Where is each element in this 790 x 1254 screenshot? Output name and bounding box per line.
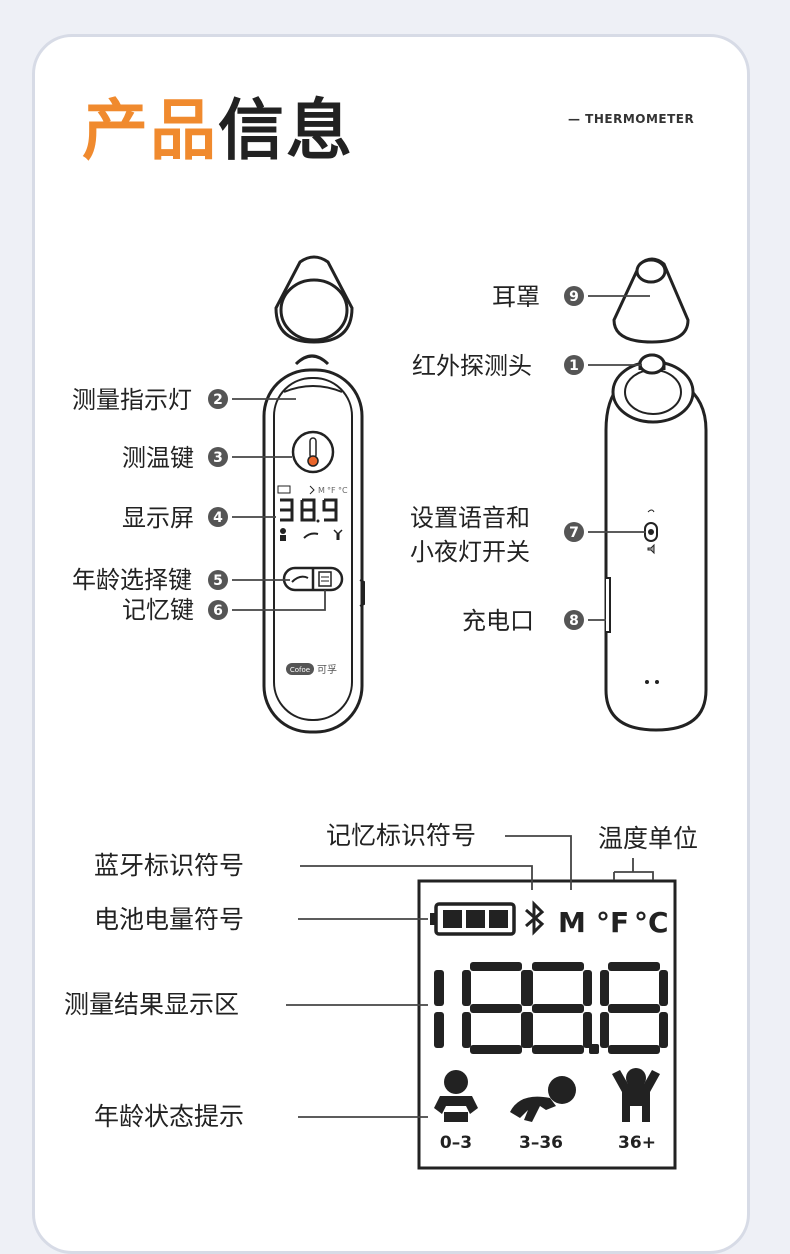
svg-text:0–3: 0–3 [440,1133,472,1153]
label-result-area: 测量结果显示区 [64,990,240,1019]
svg-text:8: 8 [569,613,579,629]
svg-text:可孚: 可孚 [317,664,337,676]
label-ir-probe: 红外探测头 [412,352,532,380]
front-body [262,354,365,734]
front-mini-screen-text: M °F °C [318,486,348,495]
lcd-bluetooth-icon [525,900,545,936]
front-ear-cap [274,255,354,344]
side-ear-cap [612,257,690,344]
label-voice-light-1: 设置语音和 [410,504,530,532]
number-badges: 2 3 4 5 6 9 1 7 8 [208,286,584,630]
lcd-child-icon [612,1068,660,1122]
svg-text:1: 1 [569,358,579,374]
svg-text:9: 9 [569,289,579,305]
svg-text:6: 6 [213,603,223,619]
label-memory-symbol: 记忆标识符号 [326,821,477,850]
svg-text:°F: °F [596,906,629,939]
label-bluetooth-symbol: 蓝牙标识符号 [94,851,245,880]
svg-text:5: 5 [213,573,223,589]
svg-text:M: M [318,486,325,495]
svg-text:4: 4 [213,510,223,526]
product-illustration: M °F °C Cofoe 可孚 [208,255,708,1170]
lcd-text: M °F °C 0–3 3–36 36+ [440,906,669,1153]
page-title: 产品信息 [82,92,354,169]
lcd-battery-icon [430,902,516,936]
svg-text:°C: °C [338,486,348,495]
page-subtitle: — THERMOMETER [568,112,695,126]
front-brand: Cofoe 可孚 [286,663,337,676]
label-age-status: 年龄状态提示 [94,1102,245,1131]
lcd-toddler-icon [510,1076,576,1122]
leader-lines [232,295,650,621]
svg-text:3–36: 3–36 [519,1133,563,1153]
label-measure-key: 测温键 [122,444,194,472]
svg-text:36+: 36+ [618,1133,656,1153]
front-measure-button [291,430,335,474]
front-mini-screen [277,485,343,541]
lcd-infant-icon [434,1070,478,1122]
side-body [604,353,708,732]
lcd-diagram [286,835,677,1170]
svg-text:7: 7 [569,525,579,541]
svg-text:°C: °C [634,906,669,939]
label-battery-symbol: 电池电量符号 [94,905,245,934]
svg-text:M: M [558,906,586,939]
label-age-key: 年龄选择键 [72,566,192,594]
label-indicator-light: 测量指示灯 [72,386,192,414]
svg-text:2: 2 [213,392,223,408]
label-memory-key: 记忆键 [122,596,194,624]
svg-text:°F: °F [327,486,336,495]
svg-text:3: 3 [213,450,223,466]
label-temp-unit: 温度单位 [598,824,699,853]
svg-text:Cofoe: Cofoe [290,666,310,674]
lcd-digits [434,962,668,1054]
label-charge-port: 充电口 [462,607,534,635]
label-display: 显示屏 [122,504,194,532]
label-voice-light-2: 小夜灯开关 [410,538,530,566]
front-age-memory-buttons [282,566,344,592]
label-ear-cap: 耳罩 [492,283,540,311]
